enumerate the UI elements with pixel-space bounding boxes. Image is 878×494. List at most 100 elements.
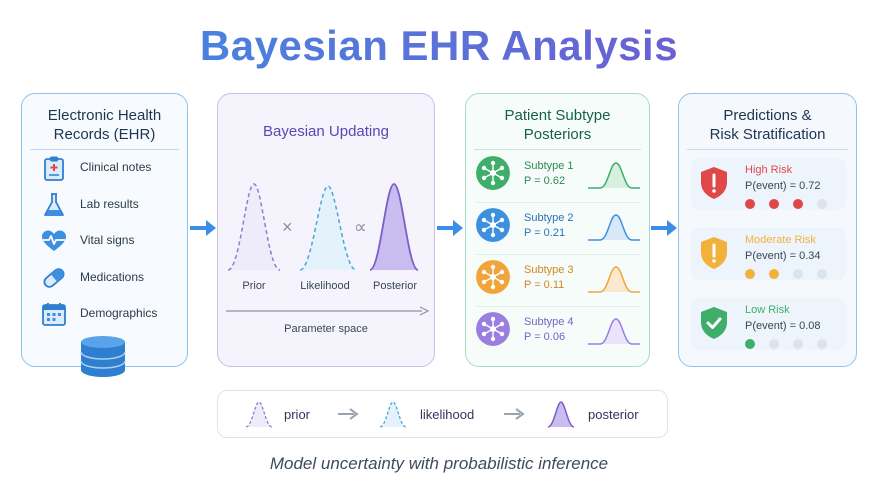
ehr-panel: Electronic Health Records (EHR) Clinical… [21, 93, 190, 377]
shield-alert-icon [701, 167, 727, 199]
proportional-symbol: ∝ [354, 217, 367, 237]
ehr-item-label: Lab results [80, 197, 139, 211]
ehr-item-vital-signs: Vital signs [40, 227, 190, 255]
subtype-posterior-curve [588, 214, 640, 241]
subtype-name: Subtype 1 [524, 160, 574, 172]
clipboard-icon [44, 156, 64, 181]
subtype-name: Subtype 4 [524, 316, 574, 328]
network-icon [476, 260, 510, 294]
risk-panel-title: Predictions & Risk Stratification [679, 106, 856, 144]
risk-title-line2: Risk Stratification [709, 126, 826, 143]
risk-level-name: High Risk [745, 164, 793, 176]
prior-label: Prior [242, 280, 266, 292]
ehr-item-label: Medications [80, 270, 145, 284]
risk-dot-filled [745, 269, 755, 279]
ehr-title-line1: Electronic Health [47, 107, 162, 124]
risk-level-dots [745, 266, 841, 279]
subtype-separator [476, 202, 639, 203]
risk-dot-empty [793, 339, 803, 349]
network-icon [476, 312, 510, 346]
subtype-panel-title: Patient Subtype Posteriors [466, 106, 649, 144]
network-icon [476, 208, 510, 242]
network-icon [476, 156, 510, 190]
caption: Model uncertainty with probabilistic inf… [269, 454, 609, 473]
legend-arrow [338, 408, 359, 420]
parameter-space-label: Parameter space [284, 323, 368, 335]
risk-probability: P(event) = 0.08 [745, 320, 821, 332]
subtype-probability: P = 0.21 [524, 227, 566, 239]
subtype-name: Subtype 2 [524, 212, 574, 224]
subtype-probability: P = 0.62 [524, 175, 566, 187]
prior-curve [227, 183, 281, 271]
risk-panel: Predictions & Risk Stratification High R… [678, 93, 857, 367]
risk-dot-empty [817, 339, 827, 349]
subtype-title-line1: Patient Subtype [504, 107, 611, 124]
risk-divider [687, 149, 848, 150]
posterior-curve [369, 183, 419, 271]
page-title: Bayesian EHR Analysis [0, 22, 878, 70]
risk-title-line1: Predictions & [723, 107, 812, 124]
legend-prior-curve [245, 401, 273, 428]
likelihood-curve [299, 185, 357, 271]
subtype-separator [476, 254, 639, 255]
risk-dot-filled [745, 199, 755, 209]
risk-dot-empty [769, 339, 779, 349]
legend-posterior-curve [547, 401, 575, 428]
posterior-label: Posterior [372, 280, 418, 292]
risk-level-dots [745, 196, 841, 209]
flow-arrow [651, 220, 677, 236]
risk-dot-empty [793, 269, 803, 279]
risk-dot-filled [745, 339, 755, 349]
bayes-curves [227, 183, 419, 271]
subtype-panel: Patient Subtype Posteriors Subtype 1 P = … [465, 93, 650, 367]
ehr-item-demographics: Demographics [40, 300, 190, 328]
legend-prior-label: prior [284, 407, 311, 422]
likelihood-label: Likelihood [300, 280, 350, 292]
parameter-axis [226, 306, 430, 316]
subtype-divider [474, 149, 641, 150]
flow-arrow [190, 220, 216, 236]
risk-dot-filled [769, 199, 779, 209]
shield-alert-icon [701, 237, 727, 269]
risk-dot-empty [817, 269, 827, 279]
subtype-probability: P = 0.06 [524, 331, 566, 343]
ehr-item-medications: Medications [40, 264, 190, 292]
subtype-posterior-curve [588, 266, 640, 293]
risk-level-name: Low Risk [745, 304, 790, 316]
flask-icon [44, 193, 64, 216]
ehr-item-lab-results: Lab results [40, 191, 190, 219]
subtype-probability: P = 0.11 [524, 279, 565, 291]
bayes-panel-title: Bayesian Updating [263, 123, 389, 140]
ehr-title-line2: Records (EHR) [53, 126, 156, 143]
risk-level-dots [745, 336, 841, 349]
flow-arrow [437, 220, 463, 236]
subtype-title-line2: Posteriors [523, 126, 592, 143]
risk-dot-filled [769, 269, 779, 279]
ehr-item-label: Clinical notes [80, 160, 152, 174]
risk-level-name: Moderate Risk [745, 234, 816, 246]
calendar-icon [42, 303, 66, 326]
shield-check-icon [701, 307, 727, 339]
subtype-separator [476, 306, 639, 307]
pill-icon [43, 268, 65, 288]
risk-probability: P(event) = 0.72 [745, 180, 821, 192]
times-symbol: × [282, 217, 293, 237]
bayes-panel: Bayesian Updating × ∝ Prior Likelihood P… [217, 93, 435, 367]
risk-dot-empty [817, 199, 827, 209]
subtype-posterior-curve [588, 162, 640, 189]
ehr-item-clinical-notes: Clinical notes [40, 154, 190, 182]
subtype-name: Subtype 3 [524, 264, 574, 276]
legend-arrow [504, 408, 525, 420]
database-icon [80, 336, 126, 377]
legend: prior likelihood posterior [217, 390, 668, 438]
risk-dot-filled [793, 199, 803, 209]
ehr-item-label: Vital signs [80, 233, 135, 247]
legend-likelihood-label: likelihood [420, 407, 475, 422]
subtype-posterior-curve [588, 318, 640, 345]
heart-pulse-icon [42, 230, 66, 251]
legend-posterior-label: posterior [588, 407, 639, 422]
ehr-divider [30, 149, 179, 150]
